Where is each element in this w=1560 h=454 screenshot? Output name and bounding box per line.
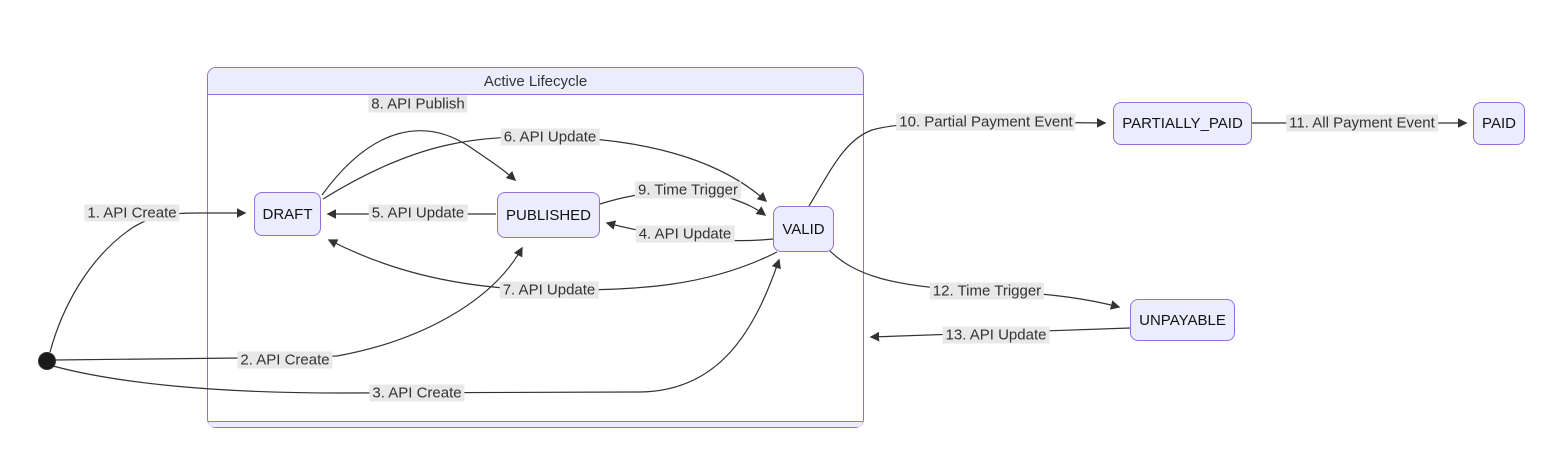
initial-state-dot [38,352,56,370]
edge-label-2: 2. API Create [237,351,333,369]
state-paid: PAID [1473,102,1525,145]
state-partially-paid: PARTIALLY_PAID [1113,102,1252,145]
edge-1-start-to-draft [49,208,247,353]
edge-label-13: 13. API Update [942,326,1050,344]
edge-label-8: 8. API Publish [368,95,468,113]
edge-3-start-to-valid [52,258,781,394]
edge-label-3: 3. API Create [369,384,465,402]
edge-2-start-to-published [54,246,523,361]
state-valid: VALID [773,206,834,252]
edge-label-6: 6. API Update [500,128,600,146]
edge-10-valid-to-partially-paid [808,118,1107,207]
edge-label-11: 11. All Payment Event [1286,114,1438,132]
cluster-title: Active Lifecycle [208,68,863,95]
edge-label-4: 4. API Update [635,225,735,243]
state-published: PUBLISHED [497,192,600,238]
edge-label-1: 1. API Create [84,204,180,222]
state-draft: DRAFT [254,192,321,236]
edge-label-12: 12. Time Trigger [929,282,1045,300]
edge-label-9: 9. Time Trigger [634,181,742,199]
cluster-active-lifecycle: Active Lifecycle [207,67,864,428]
edge-label-10: 10. Partial Payment Event [896,113,1076,131]
state-unpayable: UNPAYABLE [1130,299,1235,341]
edge-8-draft-to-published [321,130,517,196]
edge-label-7: 7. API Update [499,281,599,299]
cluster-footer [208,421,863,427]
edge-label-5: 5. API Update [368,204,468,222]
